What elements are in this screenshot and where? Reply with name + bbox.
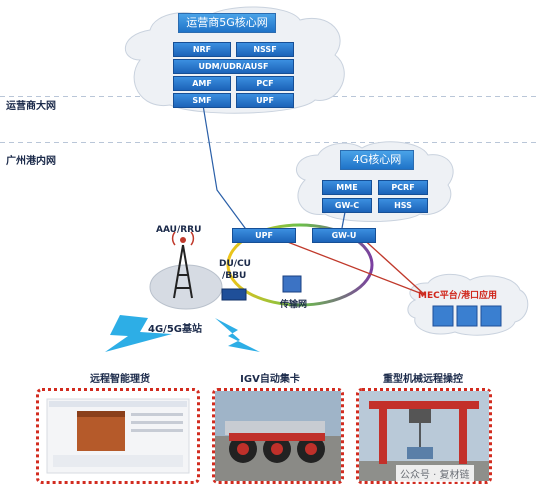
tally-screen-image (46, 398, 190, 474)
nf-udm: UDM/UDR/AUSF (173, 59, 294, 74)
operator-network-label: 运营商大网 (6, 101, 56, 112)
watermark: 公众号 · 复材链 (396, 465, 474, 482)
nf-hss: HSS (378, 198, 428, 213)
app-title-crane: 重型机械远程操控 (383, 374, 463, 385)
app-box-igv (212, 388, 344, 484)
core-4g-title: 4G核心网 (340, 150, 414, 170)
nf-smf: SMF (173, 93, 231, 108)
port-network-label: 广州港内网 (6, 156, 56, 167)
nf-upf-core: UPF (236, 93, 294, 108)
bbu-label: /BBU (222, 271, 247, 281)
operator-core-title: 运营商5G核心网 (178, 13, 276, 33)
nf-pcf: PCF (236, 76, 294, 91)
nf-nrf: NRF (173, 42, 231, 57)
app-title-igv: IGV自动集卡 (240, 374, 300, 385)
mail-app-icon (432, 305, 454, 327)
igv-truck-image (215, 391, 341, 481)
edge-upf: UPF (232, 228, 296, 243)
app-box-tally (36, 388, 200, 484)
wireless-bolt-left-icon (105, 315, 172, 352)
zone-separator-middle (0, 142, 536, 143)
mec-label: MEC平台/港口应用 (418, 291, 497, 301)
base-station-label: 4G/5G基站 (148, 324, 202, 335)
du-label: DU/CU (219, 259, 251, 269)
app-title-tally: 远程智能理货 (90, 374, 150, 385)
aau-label: AAU/RRU (156, 225, 202, 235)
transport-label: 传输网 (280, 300, 308, 310)
nf-gwc: GW-C (322, 198, 372, 213)
edge-gwu: GW-U (312, 228, 376, 243)
nf-amf: AMF (173, 76, 231, 91)
nf-nssf: NSSF (236, 42, 294, 57)
browser-app-icon (480, 305, 502, 327)
transport-switch-icon (282, 275, 302, 293)
settings-app-icon (456, 305, 478, 327)
bbu-icon (221, 288, 247, 301)
nf-mme: MME (322, 180, 372, 195)
tower-icon (173, 244, 193, 299)
nf-pcrf: PCRF (378, 180, 428, 195)
wireless-bolt-right-icon (215, 318, 260, 352)
